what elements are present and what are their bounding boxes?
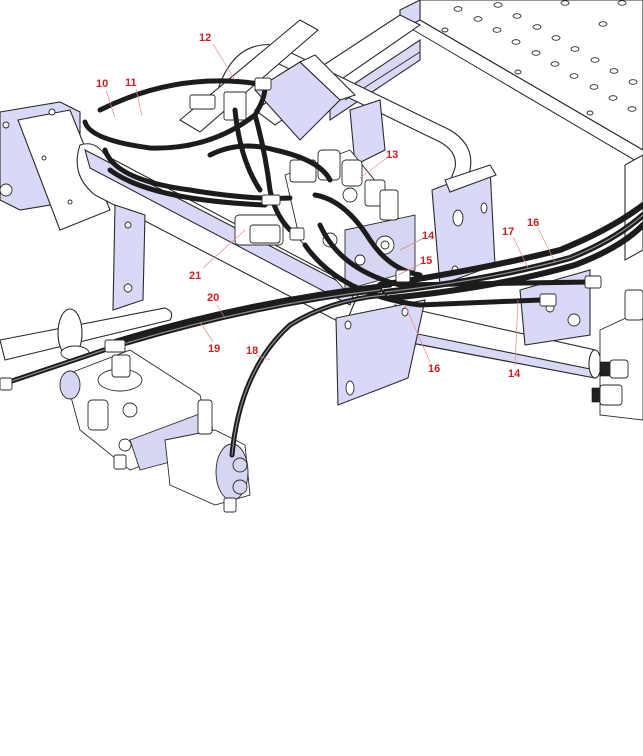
hose-fittings bbox=[0, 77, 602, 391]
callout-15: 15 bbox=[420, 255, 432, 267]
callout-14-lower: 14 bbox=[508, 368, 521, 380]
callout-20: 20 bbox=[207, 292, 219, 304]
hydraulic-hoses bbox=[0, 77, 643, 458]
leader-lines bbox=[105, 43, 556, 367]
callout-labels: 10 11 12 13 14 15 14 16 16 17 18 19 20 2… bbox=[96, 32, 539, 380]
callout-19: 19 bbox=[208, 343, 220, 355]
callout-14-upper: 14 bbox=[422, 230, 435, 242]
callout-16-right: 16 bbox=[527, 217, 539, 229]
callout-21: 21 bbox=[189, 270, 201, 282]
callout-11: 11 bbox=[125, 77, 137, 89]
deck-holes bbox=[441, 0, 638, 116]
platform-deck bbox=[399, 0, 643, 166]
callout-10: 10 bbox=[96, 78, 108, 90]
pump-assembly bbox=[0, 307, 251, 513]
left-vertical-support bbox=[112, 204, 146, 311]
callout-12: 12 bbox=[199, 32, 211, 44]
left-end-bracket bbox=[0, 101, 111, 231]
callout-17: 17 bbox=[502, 226, 514, 238]
slotted-support-plate bbox=[254, 54, 386, 166]
front-mounting-plate bbox=[335, 299, 426, 406]
right-motor-cluster bbox=[519, 154, 643, 421]
callout-13: 13 bbox=[386, 149, 398, 161]
callout-16-lower: 16 bbox=[428, 363, 440, 375]
callout-18: 18 bbox=[246, 345, 258, 357]
hydraulic-motor bbox=[113, 399, 251, 513]
